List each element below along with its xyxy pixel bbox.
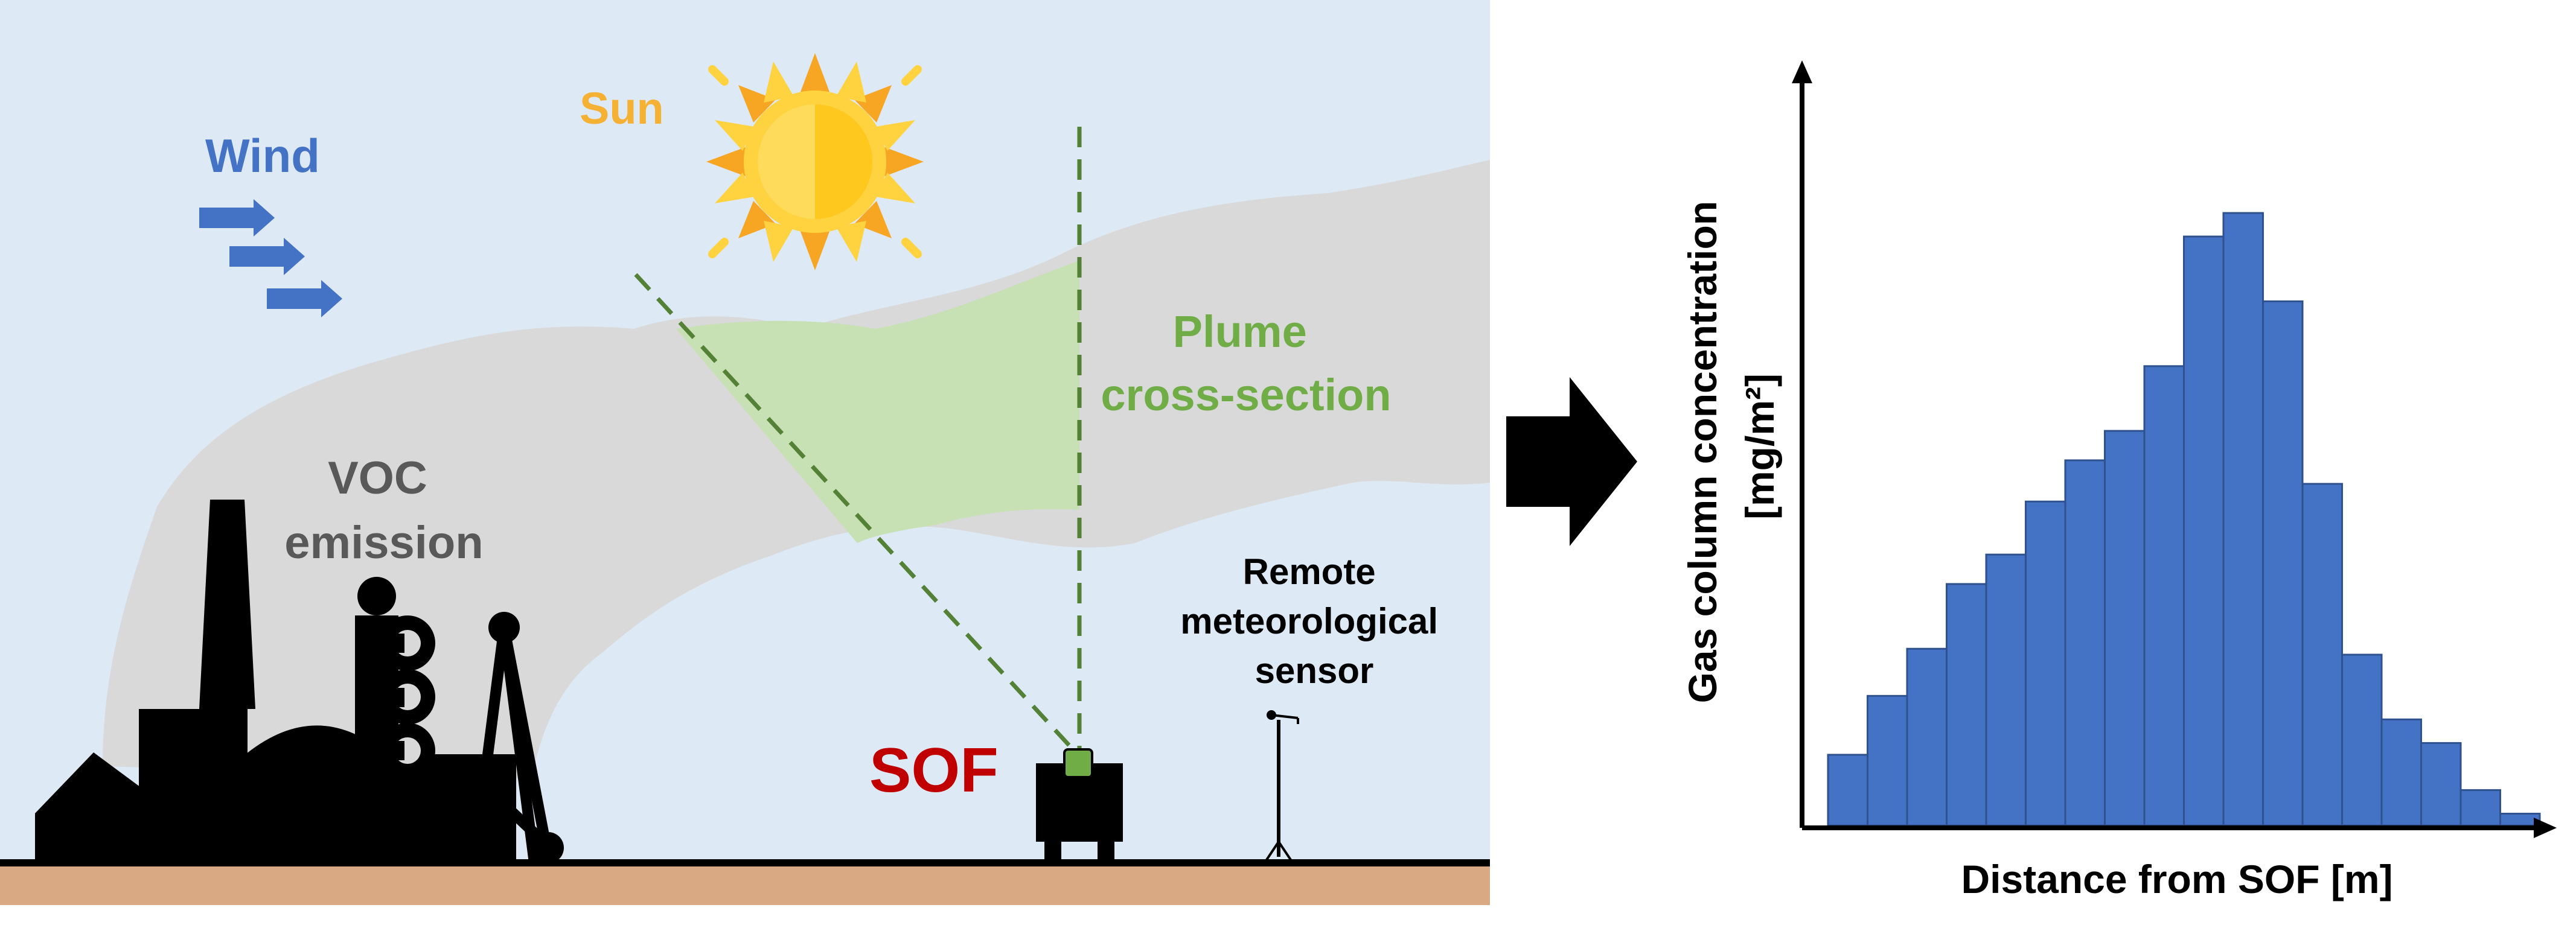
factory-icon (35, 500, 564, 864)
meteorological-sensor-icon (1264, 710, 1299, 863)
y-axis-arrowhead (1792, 60, 1812, 83)
histogram-bar (1827, 754, 1868, 827)
wind-label: Wind (205, 129, 320, 182)
result-arrow-icon (1506, 377, 1637, 546)
sun-label: Sun (580, 83, 664, 133)
sof-instrument-icon (1036, 748, 1123, 863)
slant-beam (634, 273, 1076, 753)
histogram-bar (2380, 718, 2422, 827)
histogram-bar (1946, 583, 1987, 827)
histogram-bar (2064, 459, 2106, 827)
histogram-bar (2222, 212, 2264, 827)
sensor-label: Remote meteorological sensor (1180, 551, 1448, 691)
histogram-bar (2262, 300, 2304, 827)
histogram-bar (1906, 647, 1948, 827)
histogram-bar (2420, 742, 2462, 827)
ground (0, 863, 1490, 905)
histogram-bar (2143, 365, 2185, 827)
y-axis-label: Gas column concentration [mg/m²] (1680, 190, 1782, 704)
x-axis-label: Distance from SOF [m] (1961, 857, 2392, 901)
sof-label: SOF (869, 736, 999, 806)
histogram-bar (2183, 235, 2225, 827)
histogram-bar (1867, 694, 1908, 827)
plume-label: Plume cross-section (1101, 307, 1391, 420)
histogram-chart: Distance from SOF [m] Gas column concent… (1680, 60, 2557, 901)
x-axis-arrowhead (2534, 818, 2557, 838)
histogram-bar (1985, 553, 2027, 827)
bar-group (1827, 212, 2541, 827)
histogram-bar (2459, 789, 2501, 827)
histogram-bar (2104, 430, 2146, 827)
histogram-bar (2025, 500, 2066, 827)
histogram-bar (2301, 483, 2343, 827)
histogram-bar (2341, 653, 2383, 827)
wind-arrows-icon (199, 199, 342, 317)
sun-icon (706, 53, 924, 270)
voc-emission-label: VOC emission (284, 453, 483, 568)
plume-cross-section (676, 261, 1079, 543)
